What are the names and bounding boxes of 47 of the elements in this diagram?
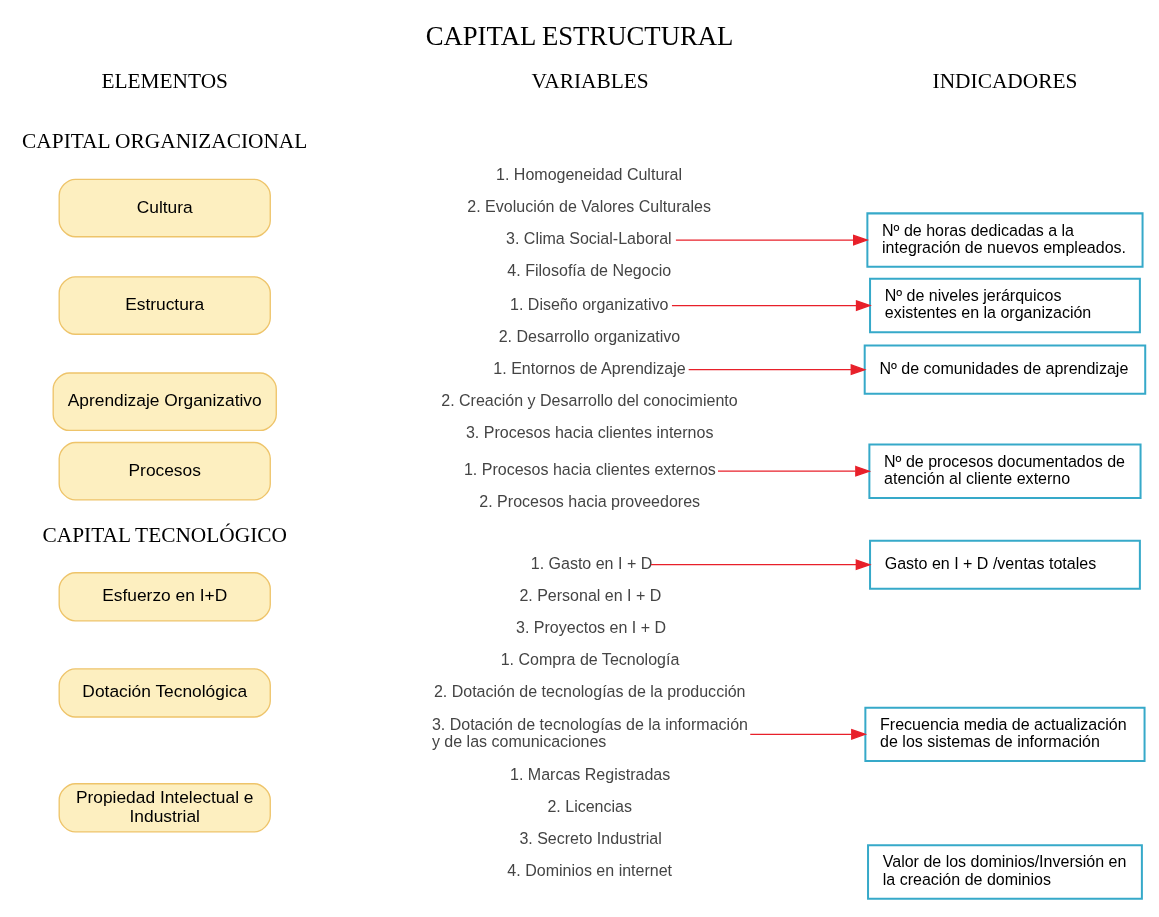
arrow (688, 364, 867, 376)
arrow (671, 299, 872, 312)
node-text: 2. Personal en I + D (519, 585, 662, 604)
node-box: Propiedad Intelectual e Industrial (58, 783, 271, 833)
label: VARIABLES (531, 68, 649, 93)
node-box: Procesos (58, 441, 271, 501)
arrow (675, 234, 870, 246)
node-text: 1. Procesos hacia clientes externos (463, 460, 716, 479)
node-box: Nº de niveles jerárquicos existentes en la organización (869, 277, 1141, 334)
diagram-title: CAPITAL ESTRUCTURAL (425, 21, 734, 52)
label: INDICADORES (932, 68, 1078, 93)
node-text: 3. Proyectos en I + D (516, 617, 667, 636)
node-box: Nº de comunidades de aprendizaje (863, 344, 1147, 395)
node-box: Valor de los dominios/Inversión en la creación de dominios (867, 844, 1143, 900)
node-text: 1. Diseño organizativo (510, 294, 669, 313)
label: CAPITAL ORGANIZACIONAL (22, 128, 308, 153)
node-text: 3. Secreto Industrial (519, 829, 662, 848)
node-box: Nº de procesos documentados de atención al cliente externo (868, 443, 1142, 499)
node-text: 2. Desarrollo organizativo (498, 326, 681, 345)
node-text: 1. Homogeneidad Cultural (496, 165, 683, 184)
arrow (749, 728, 868, 740)
node-text: 3. Procesos hacia clientes internos (465, 422, 714, 441)
label: CAPITAL TECNOLÓGICO (42, 522, 287, 547)
node-box: Dotación Tecnológica (58, 668, 271, 718)
node-text: 2. Creación y Desarrollo del conocimiento (441, 390, 738, 409)
node-text: 1. Compra de Tecnología (500, 650, 680, 669)
node-box: Nº de horas dedicadas a la integración de nuevos empleados. (866, 212, 1144, 268)
node-box: Esfuerzo en I+D (58, 572, 271, 622)
node-text: 1. Entornos de Aprendizaje (493, 358, 686, 377)
arrow (717, 465, 872, 477)
node-text: 4. Filosofía de Negocio (507, 261, 672, 280)
node-text: 2. Dotación de tecnologías de la producción (433, 682, 746, 701)
node-text: 3. Clima Social-Laboral (506, 229, 672, 248)
node-text: 4. Dominios en internet (507, 861, 673, 880)
node-text: 3. Dotación de tecnologías de la información y de las comunicaciones (431, 714, 748, 751)
node-box: Cultura (58, 178, 271, 238)
node-text: 2. Procesos hacia proveedores (479, 492, 701, 511)
label: ELEMENTOS (101, 68, 229, 93)
node-box: Estructura (58, 276, 271, 335)
node-text: 2. Evolución de Valores Culturales (467, 197, 711, 216)
node-text: 2. Licencias (547, 796, 633, 815)
node-text: 1. Marcas Registradas (510, 764, 671, 783)
arrow (650, 559, 872, 571)
node-box: Frecuencia media de actualización de los sistemas de información (864, 706, 1146, 763)
node-box: Aprendizaje Organizativo (52, 372, 277, 432)
node-box: Gasto en I + D /ventas totales (869, 539, 1141, 590)
node-text: 1. Gasto en I + D (530, 553, 653, 572)
